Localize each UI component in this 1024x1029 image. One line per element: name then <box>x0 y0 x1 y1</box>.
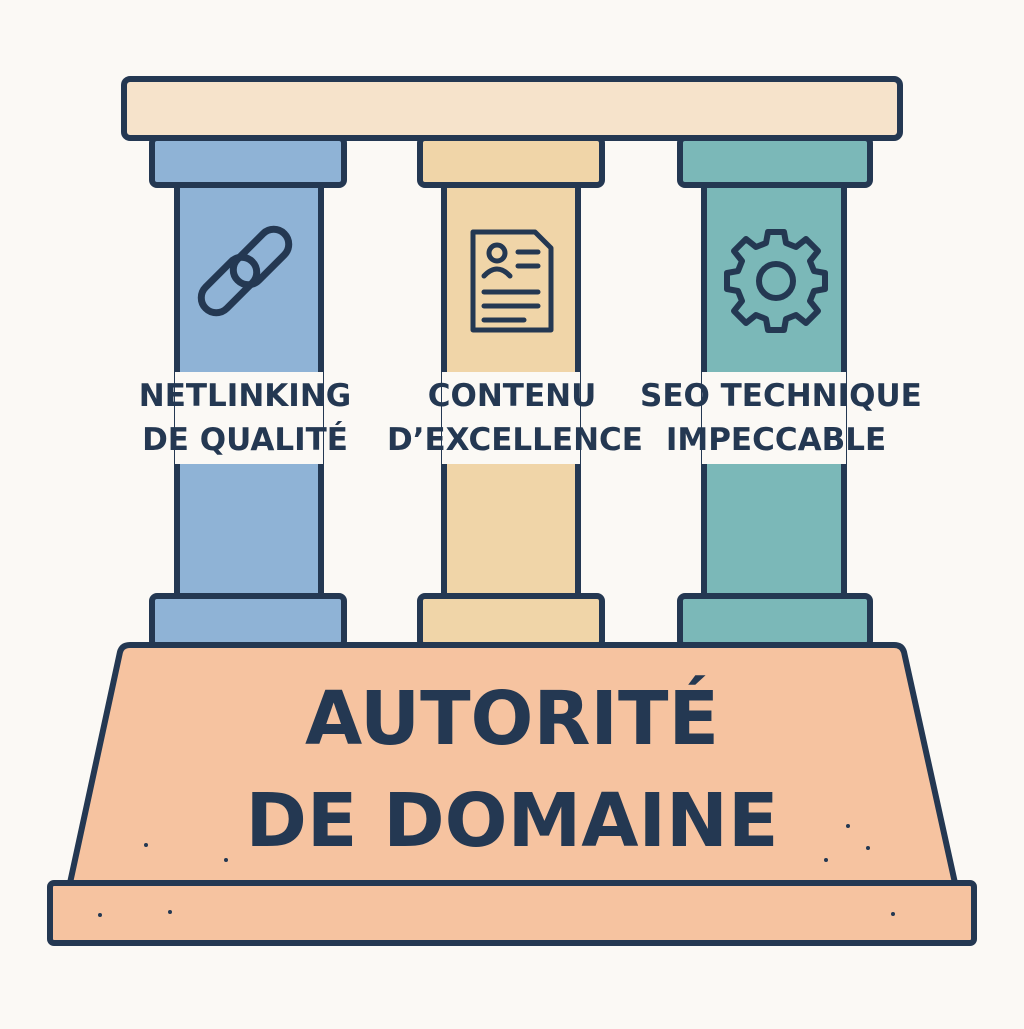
base-plinth <box>47 880 977 946</box>
pillar-label-line2: DE QUALITÉ <box>142 422 348 458</box>
base-title-line1: AUTORITÉ <box>304 676 719 762</box>
base-title-line2: DE DOMAINE <box>245 778 779 864</box>
pillar-label-line1: NETLINKING <box>138 378 352 414</box>
pillar-label-line2: IMPECCABLE <box>665 422 887 458</box>
lintel-beam <box>121 76 903 141</box>
pillar-label-contenu: CONTENU D’EXCELLENCE <box>387 374 643 462</box>
pillar-label-line2: D’EXCELLENCE <box>387 422 643 458</box>
document-profile-icon <box>470 229 554 333</box>
gear-icon <box>724 229 828 333</box>
pillar-label-netlinking: NETLINKING DE QUALITÉ <box>135 374 355 462</box>
speckles <box>98 824 895 917</box>
base-title: AUTORITÉ DE DOMAINE <box>180 668 844 872</box>
link-icon <box>197 225 293 317</box>
pillar-netlinking <box>149 135 347 649</box>
pillar-label-line1: CONTENU <box>427 378 597 414</box>
pillar-contenu <box>417 135 605 649</box>
base-block <box>67 642 958 886</box>
pillar-seo-technique <box>677 135 873 649</box>
pillar-label-line1: SEO TECHNIQUE <box>640 378 922 414</box>
pillar-label-seo-technique: SEO TECHNIQUE IMPECCABLE <box>640 374 922 462</box>
